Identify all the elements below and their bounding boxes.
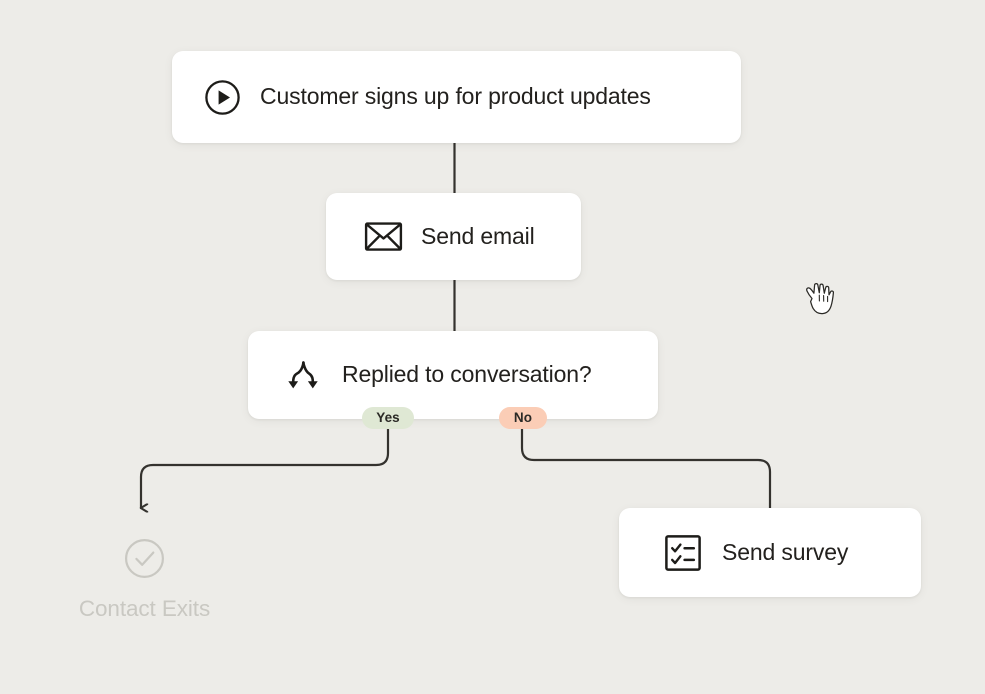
- edge-branch-yes-to-contact-exits: [141, 427, 390, 508]
- workflow-node-branch-label: Replied to conversation?: [342, 361, 592, 388]
- edge-branch-no-to-send-survey: [520, 427, 772, 510]
- check-circle-icon: [123, 537, 166, 585]
- branch-badge-no[interactable]: No: [499, 407, 547, 429]
- checklist-icon: [664, 534, 702, 572]
- play-circle-icon: [204, 79, 241, 116]
- workflow-terminal-contact-exits[interactable]: Contact Exits: [66, 537, 223, 622]
- workflow-terminal-label: Contact Exits: [78, 596, 211, 621]
- workflow-node-trigger[interactable]: Customer signs up for product updates: [172, 51, 741, 143]
- workflow-node-send-email-label: Send email: [421, 222, 535, 249]
- workflow-node-send-survey-label: Send survey: [722, 538, 849, 565]
- pointing-hand-cursor-icon: [801, 279, 841, 321]
- envelope-icon: [364, 220, 403, 253]
- workflow-node-send-survey[interactable]: Send survey: [619, 508, 921, 597]
- branch-arrows-icon: [284, 356, 322, 394]
- branch-badge-yes[interactable]: Yes: [362, 407, 414, 429]
- workflow-node-trigger-label: Customer signs up for product updates: [260, 83, 651, 110]
- workflow-node-branch[interactable]: Replied to conversation?: [248, 331, 658, 419]
- workflow-node-send-email[interactable]: Send email: [326, 193, 581, 280]
